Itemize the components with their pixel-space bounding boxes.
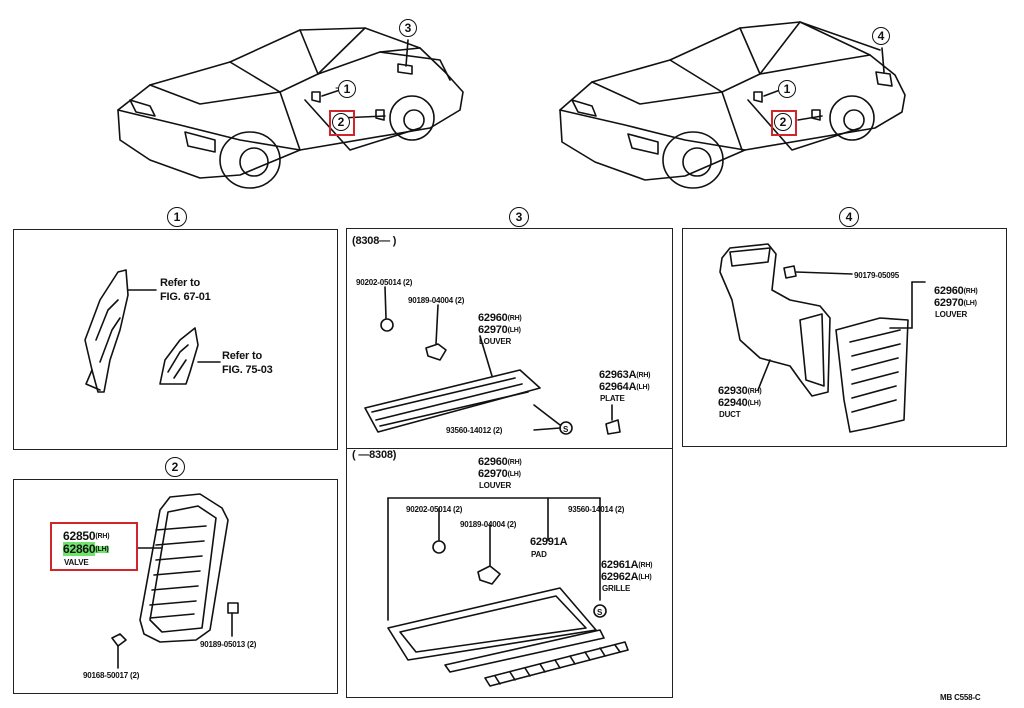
plate-name: PLATE — [600, 394, 625, 403]
section-2-number: 2 — [165, 457, 185, 477]
part-62960-rh-b[interactable]: 62960(RH) — [478, 456, 522, 468]
period-from-8308: (8308— ) — [352, 235, 397, 247]
valve-part-highlight — [50, 522, 138, 571]
part-62930-rh[interactable]: 62930(RH) — [718, 385, 762, 397]
part-90189-04004-a[interactable]: 90189-04004 (2) — [408, 296, 465, 305]
part-62940-lh[interactable]: 62940(LH) — [718, 397, 761, 409]
part-62860-lh[interactable]: 62860(LH) — [63, 542, 109, 556]
s-mark-a: S — [563, 425, 569, 434]
part-62850-rh[interactable]: 62850(RH) — [63, 529, 110, 543]
part-valve-name: VALVE — [64, 558, 89, 567]
panel-2 — [13, 479, 338, 694]
part-62961a-rh[interactable]: 62961A(RH) — [601, 559, 653, 571]
part-62970-lh-c[interactable]: 62970(LH) — [934, 297, 977, 309]
panel-3-divider — [346, 448, 673, 449]
part-90189-05013[interactable]: 90189-05013 (2) — [200, 640, 257, 649]
part-90202-05014-b[interactable]: 90202-05014 (2) — [406, 505, 463, 514]
panel-1 — [13, 229, 338, 450]
part-62964a-lh[interactable]: 62964A(LH) — [599, 381, 650, 393]
pad-name: PAD — [531, 550, 547, 559]
panel3-upper-louver — [364, 286, 621, 435]
louver-name-b: LOUVER — [479, 481, 512, 490]
period-to-8308: ( —8308) — [352, 449, 397, 461]
part-62963a-rh[interactable]: 62963A(RH) — [599, 369, 651, 381]
car-right-illustration — [559, 21, 906, 189]
part-93560-14012[interactable]: 93560-14012 (2) — [446, 426, 503, 435]
section-4-number: 4 — [839, 207, 859, 227]
s-mark-b: S — [597, 608, 603, 617]
car-left-illustration — [117, 27, 464, 189]
figure-code: MB C558-C — [940, 693, 981, 702]
panel4-duct — [719, 243, 926, 433]
grille-name: GRILLE — [602, 584, 631, 593]
car-left-callout-2-highlight — [329, 110, 355, 136]
part-90202-05014-a[interactable]: 90202-05014 (2) — [356, 278, 413, 287]
panel1-pillar-parts — [84, 269, 221, 393]
part-90189-04004-b[interactable]: 90189-04004 (2) — [460, 520, 517, 529]
part-62970-lh-b[interactable]: 62970(LH) — [478, 468, 521, 480]
panel-4 — [682, 228, 1007, 447]
part-62991a[interactable]: 62991A — [530, 536, 568, 548]
louver-name-a: LOUVER — [479, 337, 512, 346]
ref-fig-67-line2[interactable]: FIG. 67-01 — [160, 291, 211, 303]
part-93560-14014[interactable]: 93560-14014 (2) — [568, 505, 625, 514]
part-62970-lh-a[interactable]: 62970(LH) — [478, 324, 521, 336]
car-right-callout-4[interactable]: 4 — [872, 27, 890, 45]
car-right-callout-1[interactable]: 1 — [778, 80, 796, 98]
car-left-callout-1[interactable]: 1 — [338, 80, 356, 98]
part-62962a-lh[interactable]: 62962A(LH) — [601, 571, 652, 583]
ref-fig-67-line1: Refer to — [160, 277, 200, 289]
duct-name: DUCT — [719, 410, 741, 419]
car-left-callout-3[interactable]: 3 — [399, 19, 417, 37]
panel-3 — [346, 228, 673, 698]
car-left-callout-2[interactable]: 2 — [332, 113, 350, 131]
car-right-callout-2[interactable]: 2 — [774, 113, 792, 131]
part-62960-rh-c[interactable]: 62960(RH) — [934, 285, 978, 297]
part-90179-05095[interactable]: 90179-05095 — [854, 271, 899, 280]
section-3-number: 3 — [509, 207, 529, 227]
car-right-callout-2-highlight — [771, 110, 797, 136]
ref-fig-75-line1: Refer to — [222, 350, 262, 362]
panel3-lower-grille — [387, 497, 629, 687]
section-1-number: 1 — [167, 207, 187, 227]
part-62960-rh-a[interactable]: 62960(RH) — [478, 312, 522, 324]
panel2-valve — [111, 493, 239, 669]
ref-fig-75-line2[interactable]: FIG. 75-03 — [222, 364, 273, 376]
louver-name-c: LOUVER — [935, 310, 968, 319]
part-90168-50017[interactable]: 90168-50017 (2) — [83, 671, 140, 680]
